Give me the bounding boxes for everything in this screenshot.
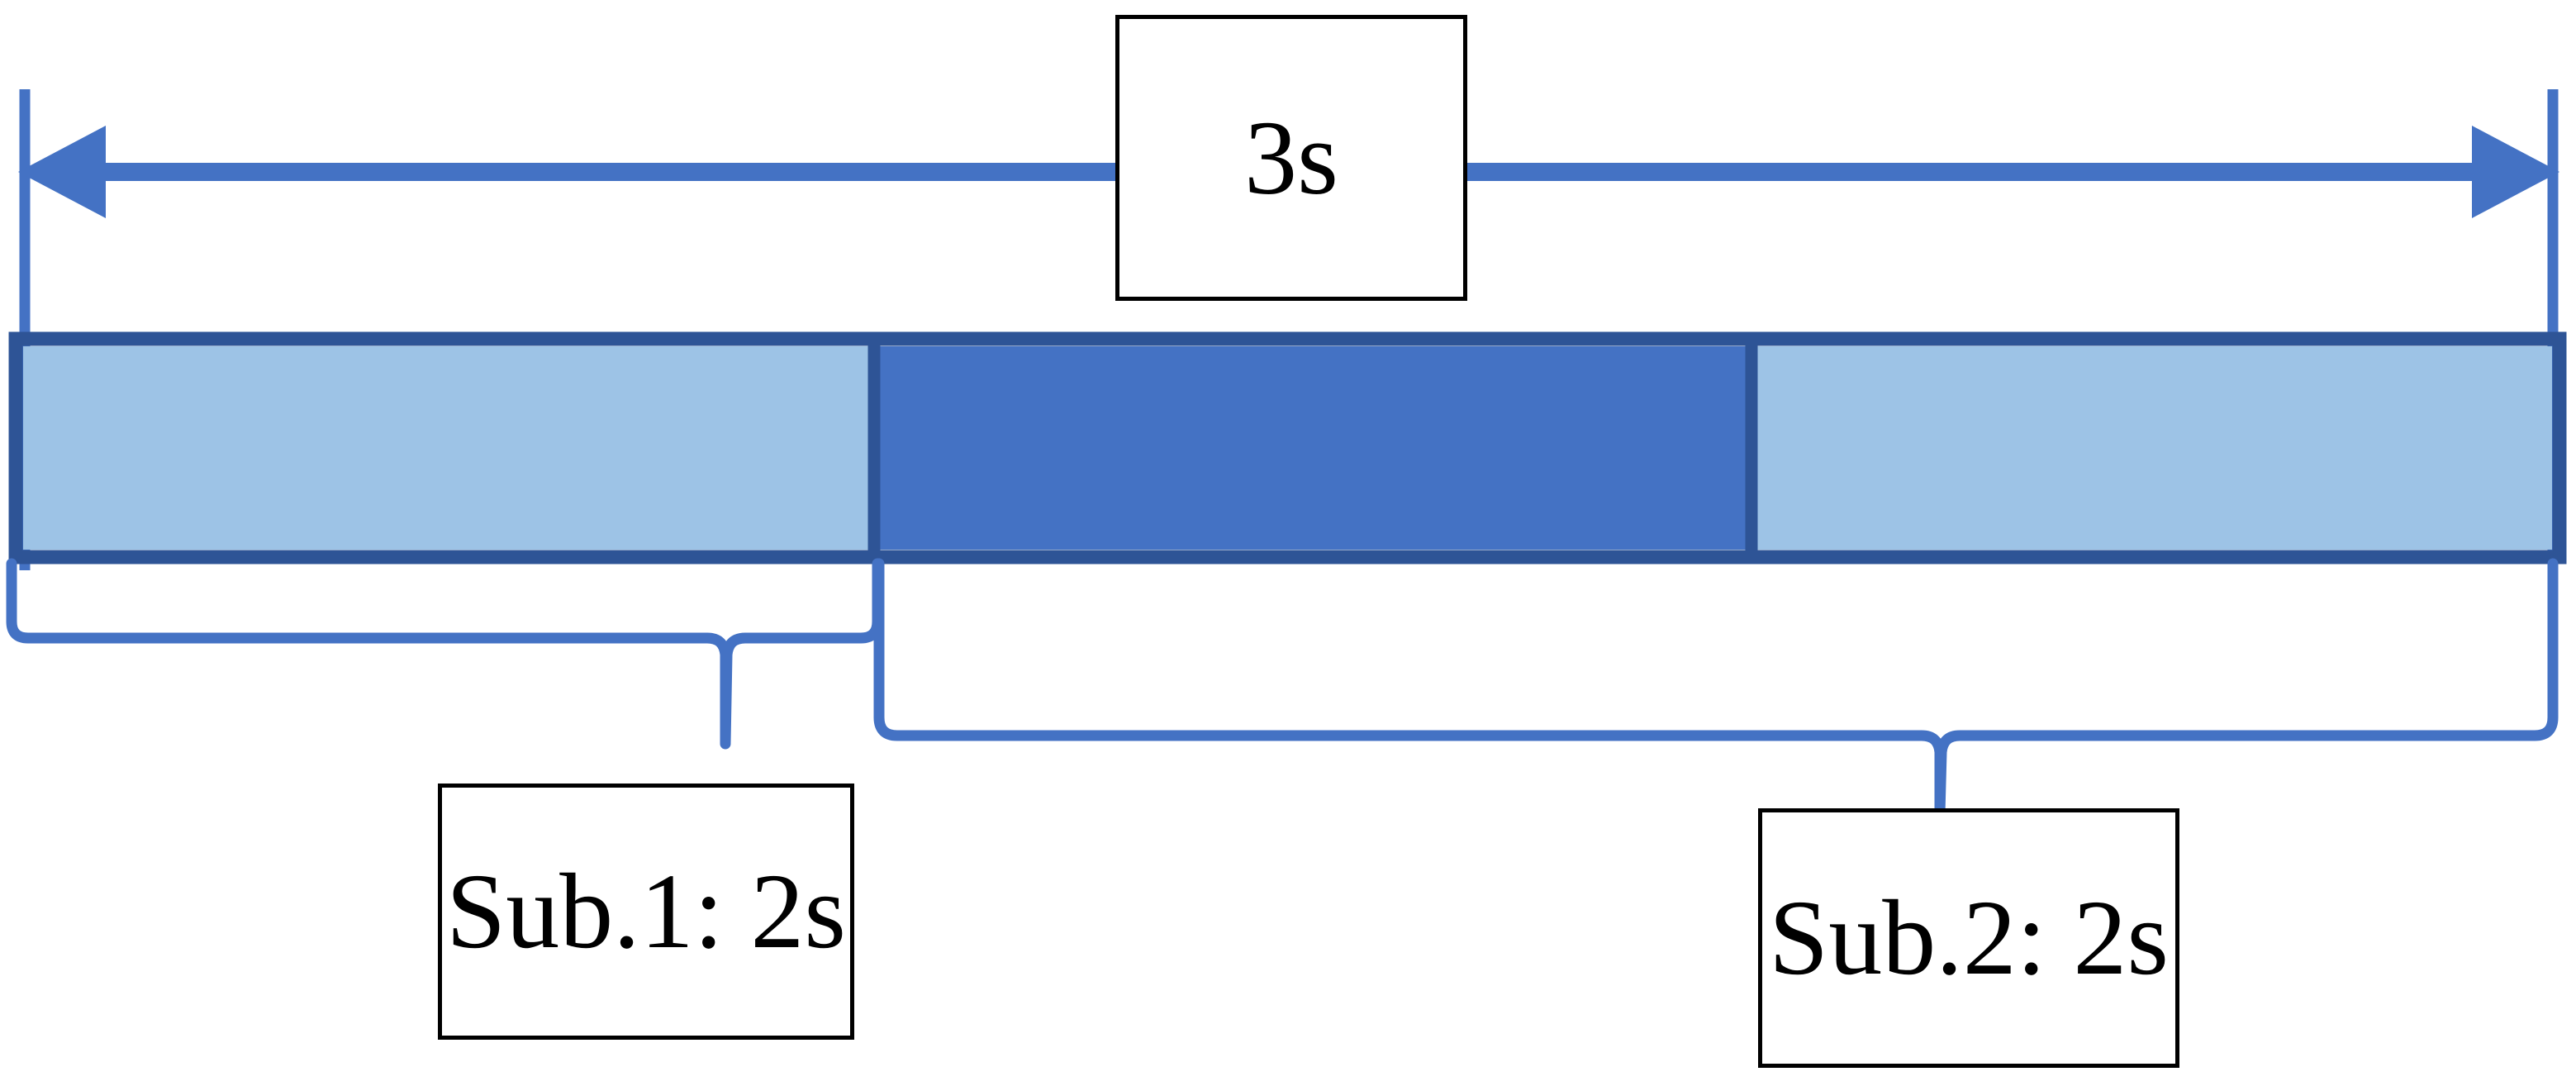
segment-left-light <box>23 346 871 550</box>
sub2-label: Sub.2: 2s <box>1768 879 2169 998</box>
segment-right-light <box>1756 346 2552 550</box>
sub1-label: Sub.1: 2s <box>445 852 846 971</box>
total-span-arrow-head-right <box>2472 126 2559 218</box>
timeline-bar-border <box>8 331 2567 564</box>
total-duration-label: 3s <box>1244 99 1338 217</box>
total-span-arrow-head-left <box>18 126 106 218</box>
sub2-brace <box>873 558 2559 819</box>
sub2-label-box: Sub.2: 2s <box>1758 808 2179 1068</box>
sub1-brace <box>6 558 883 750</box>
sub1-label-box: Sub.1: 2s <box>438 784 854 1040</box>
segment-middle-dark <box>878 346 1747 550</box>
total-duration-box: 3s <box>1115 15 1467 301</box>
